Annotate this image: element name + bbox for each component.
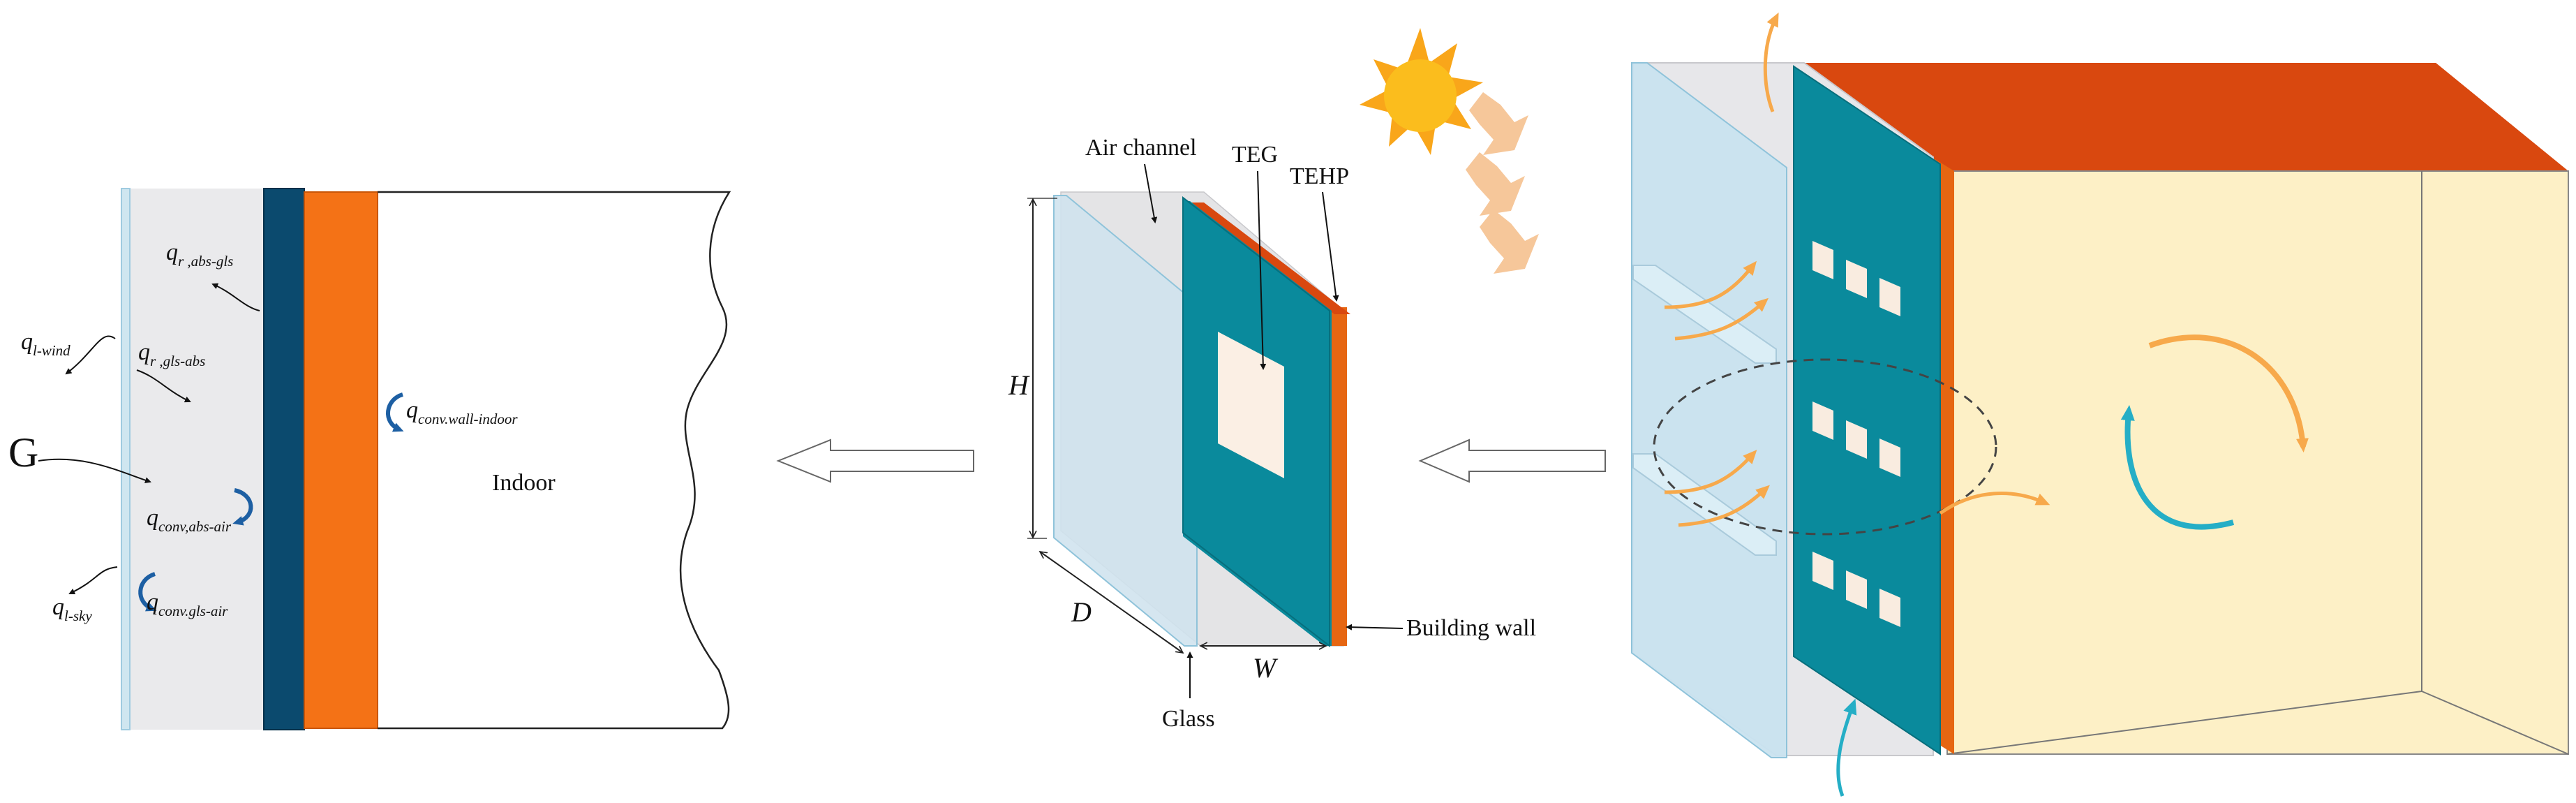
teg-cell-5 bbox=[1846, 420, 1867, 459]
flux-q-conv-wall-indoor: qconv.wall-indoor bbox=[406, 397, 518, 427]
right-building bbox=[1631, 12, 2576, 797]
left-building-wall bbox=[304, 191, 378, 729]
glass-label: Glass bbox=[1162, 706, 1215, 732]
flux-q-conv-gls-air: qconv.gls-air bbox=[147, 589, 228, 619]
flux-q-r-abs-gls: qr ,abs-gls bbox=[166, 240, 233, 270]
building-wall-label: Building wall bbox=[1406, 615, 1536, 641]
hot-air-inlet-arrow-2 bbox=[1674, 297, 1769, 341]
flux-q-conv-wall-indoor-arrow bbox=[386, 392, 404, 432]
wall-top-edge bbox=[1189, 202, 1350, 314]
solar-irradiance-label: G bbox=[8, 429, 38, 476]
tehp-label: TEHP bbox=[1290, 163, 1349, 189]
sun-ray-1 bbox=[1469, 92, 1528, 155]
building-room-interior bbox=[1946, 170, 2569, 755]
teg-module bbox=[1218, 332, 1284, 478]
teg-cell-7 bbox=[1812, 552, 1833, 590]
flux-q-conv-gls-air-arrow bbox=[138, 572, 157, 612]
flux-q-r-abs-gls-arrow bbox=[211, 283, 260, 311]
glass-pane-3d bbox=[1053, 195, 1198, 647]
tehp-leader bbox=[1322, 191, 1339, 302]
flux-q-l-sky: ql-sky bbox=[52, 594, 92, 624]
teg-leader bbox=[1257, 170, 1267, 370]
teg-cell-1 bbox=[1812, 241, 1833, 279]
flux-q-conv-abs-air: qconv,abs-air bbox=[147, 505, 232, 535]
dim-D-line bbox=[1040, 552, 1183, 653]
building-roof-band bbox=[1802, 63, 2568, 171]
teg-label: TEG bbox=[1232, 142, 1278, 168]
teg-cell-2 bbox=[1846, 260, 1867, 298]
flux-q-l-sky-arrow bbox=[68, 566, 118, 595]
building-wall-leader bbox=[1346, 624, 1404, 631]
airflow-arrows bbox=[1664, 12, 2309, 527]
left-absorber-layer bbox=[263, 188, 305, 730]
flux-q-conv-abs-air-arrow bbox=[232, 488, 253, 526]
teg-cell-6 bbox=[1879, 439, 1900, 477]
teg-cell-3 bbox=[1879, 278, 1900, 316]
teg-module-grid bbox=[1812, 241, 1900, 627]
teg-cell-9 bbox=[1879, 589, 1900, 627]
flux-q-r-gls-abs: qr ,gls-abs bbox=[138, 339, 205, 369]
indoor-room-outline bbox=[378, 191, 731, 730]
air-channel-label: Air channel bbox=[1085, 135, 1197, 161]
hot-air-inlet-arrow-4 bbox=[1678, 485, 1770, 527]
room-circulation-cool-arrow bbox=[2120, 405, 2235, 530]
left-air-gap bbox=[126, 189, 265, 730]
left-model: Indoor G qr ,abs-gls ql-wind qr ,gls-abs… bbox=[8, 188, 731, 730]
hot-air-inlet-arrow-1 bbox=[1664, 260, 1757, 309]
flux-q-l-wind-arrow bbox=[65, 335, 116, 375]
dim-D-label: D bbox=[1071, 596, 1092, 628]
cold-air-arrows bbox=[1836, 405, 2235, 797]
room-circulation-warm-arrow bbox=[2148, 334, 2309, 452]
teg-cell-8 bbox=[1846, 570, 1867, 609]
hollow-arrow-left bbox=[776, 439, 974, 483]
sun-rays bbox=[1466, 92, 1539, 274]
sun-ray-3 bbox=[1480, 209, 1539, 274]
focus-ellipse bbox=[1653, 358, 1997, 536]
teg-cell-4 bbox=[1812, 402, 1833, 440]
hot-air-inlet-arrow-3 bbox=[1664, 450, 1757, 494]
middle-model: H D W Air channel TEG TEHP Building wall… bbox=[1008, 135, 1536, 732]
cold-air-inlet-arrow bbox=[1836, 698, 1857, 797]
dim-W-label: W bbox=[1253, 652, 1279, 684]
building-glass-pane bbox=[1631, 62, 1787, 758]
room-floor-edge bbox=[2421, 691, 2569, 755]
hollow-arrow-right bbox=[1418, 439, 1606, 483]
indoor-label: Indoor bbox=[492, 470, 556, 496]
dim-H-label: H bbox=[1008, 369, 1030, 401]
left-glass-pane bbox=[121, 188, 131, 730]
solar-irradiance-arrow bbox=[38, 458, 151, 484]
air-channel-leader bbox=[1144, 163, 1158, 223]
hot-air-outlet-arrow bbox=[1763, 12, 1779, 112]
sun-icon bbox=[1360, 28, 1483, 155]
flux-q-r-gls-abs-arrow bbox=[136, 369, 191, 403]
sun-ray-2 bbox=[1466, 152, 1525, 216]
sun-disc bbox=[1384, 59, 1457, 132]
hot-air-to-room-arrow bbox=[1939, 492, 2050, 515]
flux-q-l-wind: ql-wind bbox=[21, 329, 70, 359]
